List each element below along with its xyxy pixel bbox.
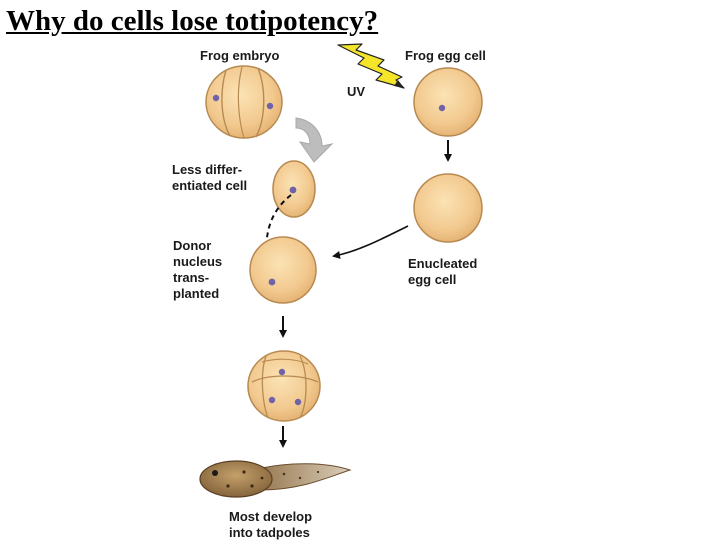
frog-egg-cell	[413, 67, 483, 137]
label-uv: UV	[347, 84, 366, 99]
nucleus	[268, 396, 276, 404]
nucleus	[294, 398, 302, 406]
label-frog-egg-cell: Frog egg cell	[405, 48, 486, 63]
label-donor-nucleus: Donor nucleus trans- planted	[173, 238, 223, 301]
label-less-differentiated: Less differ- entiated cell	[172, 162, 248, 193]
less-differentiated-cell	[272, 160, 316, 218]
enucleated-egg-cell	[413, 173, 483, 243]
tadpole-icon	[199, 460, 352, 498]
recipient-egg-cell	[249, 236, 317, 304]
nucleus	[289, 186, 297, 194]
nucleus	[212, 94, 220, 102]
nucleus	[278, 368, 286, 376]
label-frog-embryo: Frog embryo	[200, 48, 280, 63]
transfer-dashed-arrow	[263, 194, 292, 272]
curved-arrow-icon	[295, 117, 334, 163]
curved-arrow-to-recipient	[332, 225, 409, 259]
uv-lightning-icon	[337, 43, 405, 89]
label-enucleated-egg-cell: Enucleated egg cell	[408, 256, 478, 287]
frog-embryo	[205, 65, 283, 139]
cleaving-embryo	[247, 350, 321, 422]
slide-title: Why do cells lose totipotency?	[6, 5, 379, 37]
nucleus	[268, 278, 276, 286]
nucleus	[266, 102, 274, 110]
label-tadpoles: Most develop into tadpoles	[229, 509, 313, 540]
nucleus	[438, 104, 446, 112]
